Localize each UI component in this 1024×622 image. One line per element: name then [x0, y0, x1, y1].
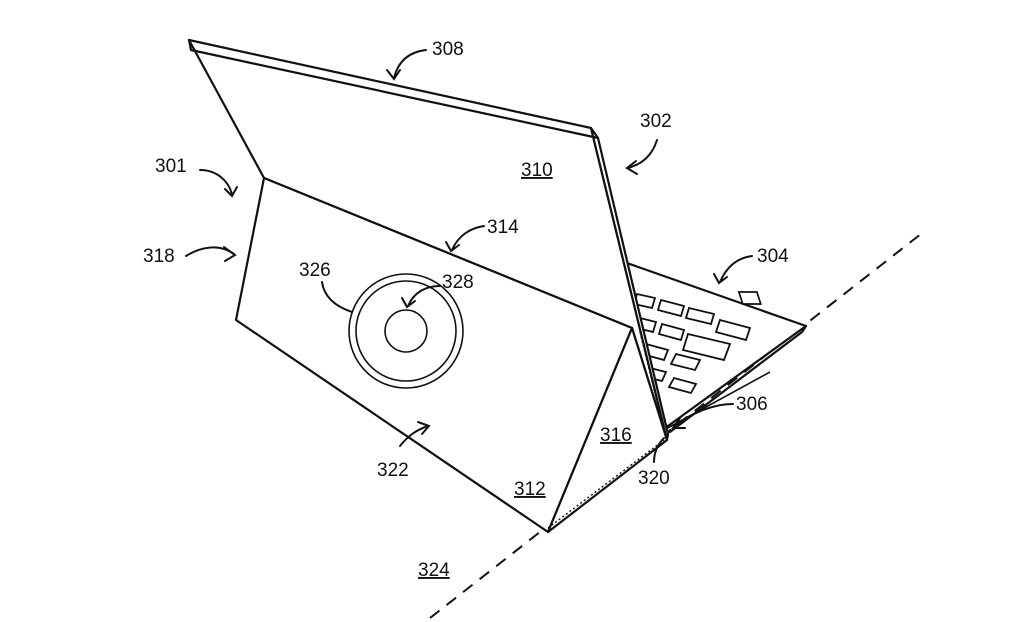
wedge-panel — [546, 326, 669, 534]
ref-301: 301 — [155, 156, 187, 177]
arrow-301 — [199, 169, 233, 195]
arrow-302 — [627, 139, 658, 169]
camera-lens — [384, 309, 428, 353]
keyboard-base-edge — [668, 324, 808, 434]
ref-304: 304 — [757, 246, 789, 267]
arrow-326 — [321, 281, 353, 313]
ref-324: 324 — [418, 560, 450, 581]
arrow-308-head — [386, 69, 401, 81]
ref-326: 326 — [299, 260, 331, 281]
key — [656, 298, 686, 318]
key — [684, 306, 716, 326]
ref-314: 314 — [487, 217, 519, 238]
camera-outer-ring — [348, 273, 464, 389]
arrow-322-head — [417, 421, 431, 435]
ref-312: 312 — [514, 479, 546, 500]
arrow-306-head — [671, 417, 686, 429]
reference-numerals: 308 302 310 301 318 314 304 326 328 306 … — [143, 39, 789, 581]
key — [714, 318, 752, 342]
arrow-320 — [653, 437, 665, 463]
ref-302: 302 — [640, 111, 672, 132]
display-top-edge — [187, 38, 600, 140]
display-side-edge — [589, 126, 670, 442]
arrow-301-head — [224, 186, 238, 198]
hinge-line — [639, 331, 665, 431]
ref-310: 310 — [521, 160, 553, 181]
ref-328: 328 — [442, 272, 474, 293]
ref-306: 306 — [736, 394, 768, 415]
key — [667, 376, 698, 395]
ref-320: 320 — [638, 468, 670, 489]
ref-316: 316 — [600, 425, 632, 446]
arrow-304-head — [713, 273, 728, 285]
arrow-302-head — [625, 160, 638, 175]
arrow-306 — [675, 403, 734, 427]
arrow-308 — [393, 49, 427, 79]
ref-318: 318 — [143, 246, 175, 267]
arrow-328-head — [401, 297, 416, 309]
key — [737, 291, 762, 305]
hinge-bottom-dots — [547, 439, 665, 529]
ref-322: 322 — [377, 460, 409, 481]
arrow-328 — [407, 285, 441, 307]
keyboard-accessory — [622, 260, 808, 434]
arrow-314-head — [445, 241, 460, 253]
key — [669, 352, 702, 372]
arrow-314 — [451, 225, 485, 251]
ref-308: 308 — [432, 39, 464, 60]
key — [681, 332, 732, 362]
arrow-322 — [399, 425, 429, 447]
leader-arrows — [185, 49, 753, 463]
camera-inner-ring — [355, 280, 457, 382]
arrow-304 — [719, 255, 753, 283]
key — [657, 322, 686, 342]
arrow-318-head — [223, 246, 237, 262]
hinge-wedge — [546, 326, 669, 534]
